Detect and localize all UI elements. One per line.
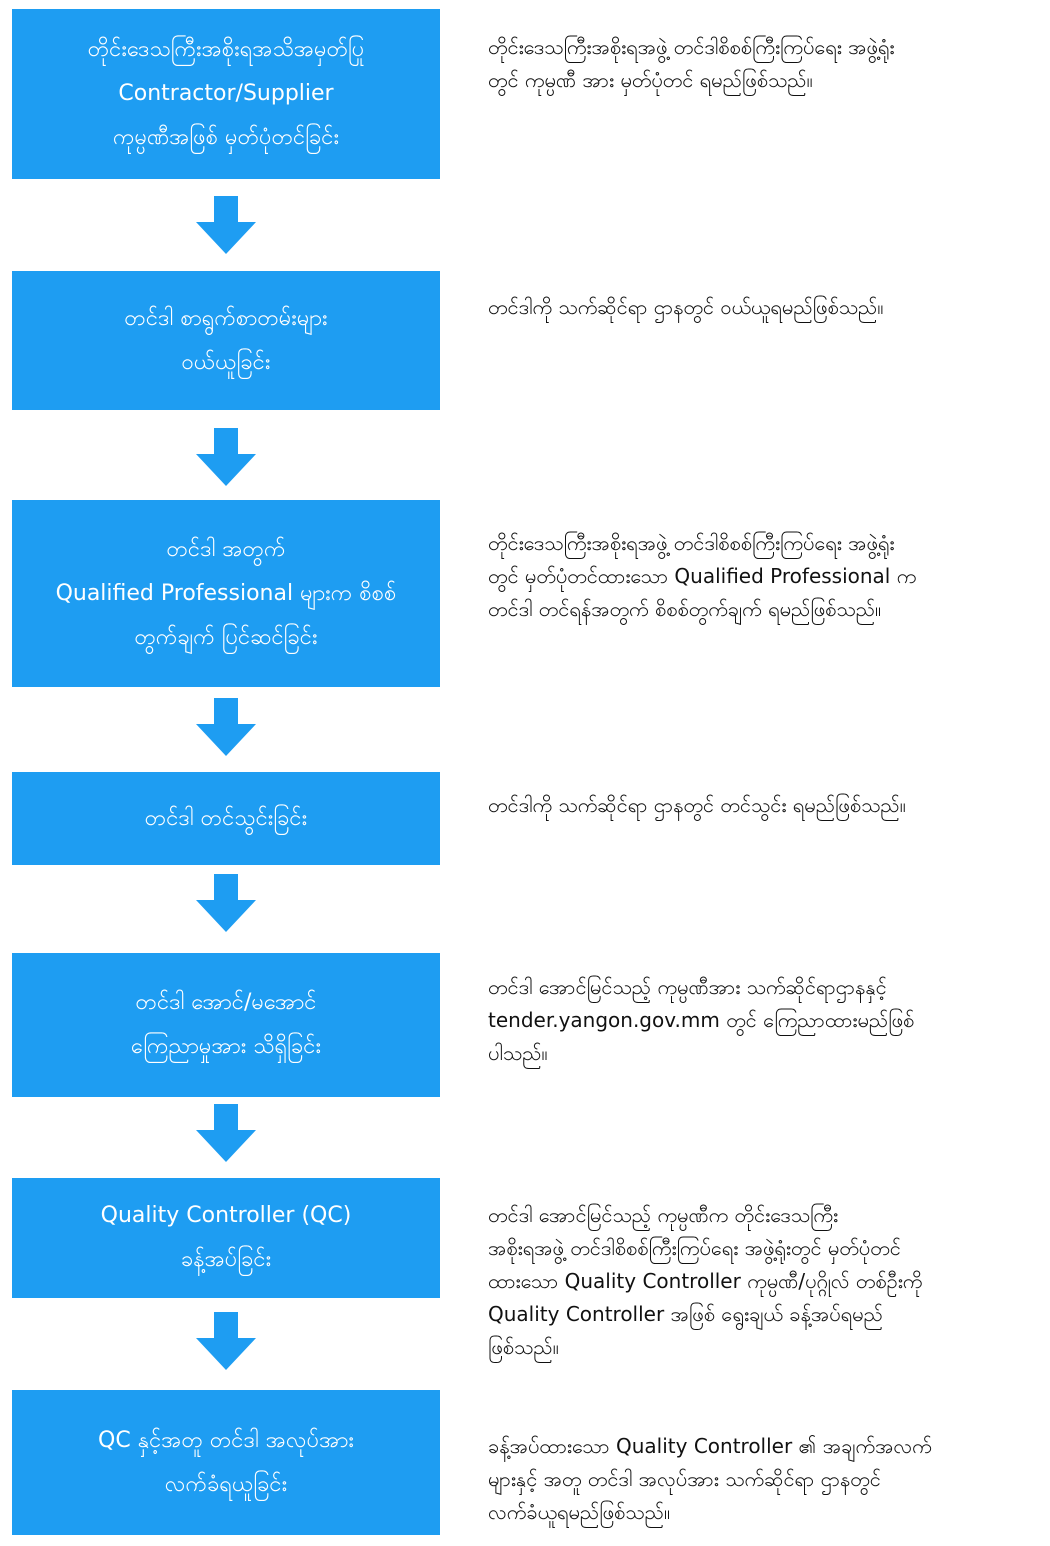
step-title-line: တင်ဒါ အတွက်	[166, 536, 286, 562]
step-description-5: တင်ဒါ အောင်မြင်သည့် ကုမ္ပဏီအား သက်ဆိုင်ရ…	[488, 971, 1036, 1070]
step-title-line: တိုင်းဒေသကြီးအစိုးရအသိအမှတ်ပြု	[87, 37, 365, 62]
step-description-line: ပါသည်။	[488, 1041, 548, 1065]
step-description-line: တွင် ကုမ္ပဏီ အား မှတ်ပုံတင် ရမည်ဖြစ်သည်။	[488, 68, 813, 92]
down-arrow-icon	[196, 428, 256, 488]
step-description-line: အစိုးရအဖွဲ့ တင်ဒါစိစစ်ကြီးကြပ်ရေး အဖွဲ့ရ…	[488, 1236, 901, 1260]
step-title-line: QC နှင့်အတူ တင်ဒါ အလုပ်အား	[98, 1427, 354, 1453]
step-title-line: တင်ဒါ အောင်/မအောင်	[135, 990, 317, 1015]
step-description-line: ဖြစ်သည်။	[488, 1335, 559, 1359]
step-description-line: တိုင်းဒေသကြီးအစိုးရအဖွဲ့ တင်ဒါစိစစ်ကြီးက…	[488, 35, 895, 59]
down-arrow-icon	[196, 698, 256, 758]
step-description-4: တင်ဒါကို သက်ဆိုင်ရာ ဌာနတွင် တင်သွင်း ရမည…	[488, 789, 1036, 822]
step-description-line: Quality Controller အဖြစ် ရွေးချယ် ခန့်အပ…	[488, 1302, 883, 1326]
step-description-line: များနှင့် အတူ တင်ဒါ အလုပ်အား သက်ဆိုင်ရာ …	[488, 1467, 881, 1491]
step-box-4: တင်ဒါ တင်သွင်းခြင်း	[12, 772, 440, 865]
step-title-line: Qualified Professional များက စိစစ်	[55, 580, 397, 606]
step-title-line: ဝယ်ယူခြင်း	[181, 349, 271, 375]
step-title-line: တင်ဒါ တင်သွင်းခြင်း	[144, 805, 308, 831]
down-arrow-icon	[196, 1104, 256, 1164]
step-box-5: တင်ဒါ အောင်/မအောင်ကြေညာမှုအား သိရှိခြင်း	[12, 953, 440, 1097]
step-title-line: လက်ခံရယူခြင်း	[164, 1471, 288, 1497]
step-description-line: တင်ဒါ တင်ရန်အတွက် စိစစ်တွက်ချက် ရမည်ဖြစ်…	[488, 597, 882, 621]
step-title-line: တွက်ချက် ပြင်ဆင်ခြင်း	[134, 624, 318, 650]
step-title-line: Contractor/Supplier	[118, 81, 334, 106]
down-arrow-icon	[196, 196, 256, 256]
down-arrow-icon	[196, 1312, 256, 1372]
step-description-line: တင်ဒါကို သက်ဆိုင်ရာ ဌာနတွင် ဝယ်ယူရမည်ဖြစ…	[488, 295, 884, 319]
step-description-line: လက်ခံယူရမည်ဖြစ်သည်။	[488, 1500, 670, 1524]
step-title-line: တင်ဒါ စာရွက်စာတမ်းများ	[124, 305, 328, 331]
down-arrow-icon	[196, 874, 256, 934]
step-description-line: တင်ဒါ အောင်မြင်သည့် ကုမ္ပဏီအား သက်ဆိုင်ရ…	[488, 975, 887, 999]
step-description-7: ခန့်အပ်ထားသော Quality Controller ၏ အချက်…	[488, 1430, 1036, 1529]
step-description-2: တင်ဒါကို သက်ဆိုင်ရာ ဌာနတွင် ဝယ်ယူရမည်ဖြစ…	[488, 291, 1036, 324]
step-description-line: တွင် မှတ်ပုံတင်ထားသော Qualified Professi…	[488, 564, 917, 588]
step-description-line: တိုင်းဒေသကြီးအစိုးရအဖွဲ့ တင်ဒါစိစစ်ကြီးက…	[488, 531, 895, 555]
step-box-6: Quality Controller (QC) ခန့်အပ်ခြင်း	[12, 1178, 440, 1298]
step-title-line: ကြေညာမှုအား သိရှိခြင်း	[130, 1034, 322, 1059]
step-box-3: တင်ဒါ အတွက် Qualified Professional များက …	[12, 500, 440, 687]
step-description-1: တိုင်းဒေသကြီးအစိုးရအဖွဲ့ တင်ဒါစိစစ်ကြီးက…	[488, 31, 1036, 97]
step-description-line: ခန့်အပ်ထားသော Quality Controller ၏ အချက်…	[488, 1434, 932, 1458]
step-box-7: QC နှင့်အတူ တင်ဒါ အလုပ်အားလက်ခံရယူခြင်း	[12, 1390, 440, 1535]
step-description-line: တင်ဒါကို သက်ဆိုင်ရာ ဌာနတွင် တင်သွင်း ရမည…	[488, 793, 906, 817]
step-description-line: ထားသော Quality Controller ကုမ္ပဏီ/ပုဂ္ဂိ…	[488, 1269, 923, 1293]
step-description-line: တင်ဒါ အောင်မြင်သည့် ကုမ္ပဏီက တိုင်းဒေသကြ…	[488, 1203, 839, 1227]
step-title-line: Quality Controller (QC)	[100, 1203, 352, 1228]
step-title-line: ခန့်အပ်ခြင်း	[180, 1247, 272, 1272]
step-box-2: တင်ဒါ စာရွက်စာတမ်းများဝယ်ယူခြင်း	[12, 271, 440, 410]
step-title-line: ကုမ္ပဏီအဖြစ် မှတ်ပုံတင်ခြင်း	[112, 125, 340, 150]
step-description-6: တင်ဒါ အောင်မြင်သည့် ကုမ္ပဏီက တိုင်းဒေသကြ…	[488, 1199, 1036, 1364]
step-description-3: တိုင်းဒေသကြီးအစိုးရအဖွဲ့ တင်ဒါစိစစ်ကြီးက…	[488, 527, 1036, 626]
step-description-line: tender.yangon.gov.mm တွင် ကြေညာထားမည်ဖြစ…	[488, 1008, 915, 1032]
step-box-1: တိုင်းဒေသကြီးအစိုးရအသိအမှတ်ပြု Contractor…	[12, 9, 440, 179]
